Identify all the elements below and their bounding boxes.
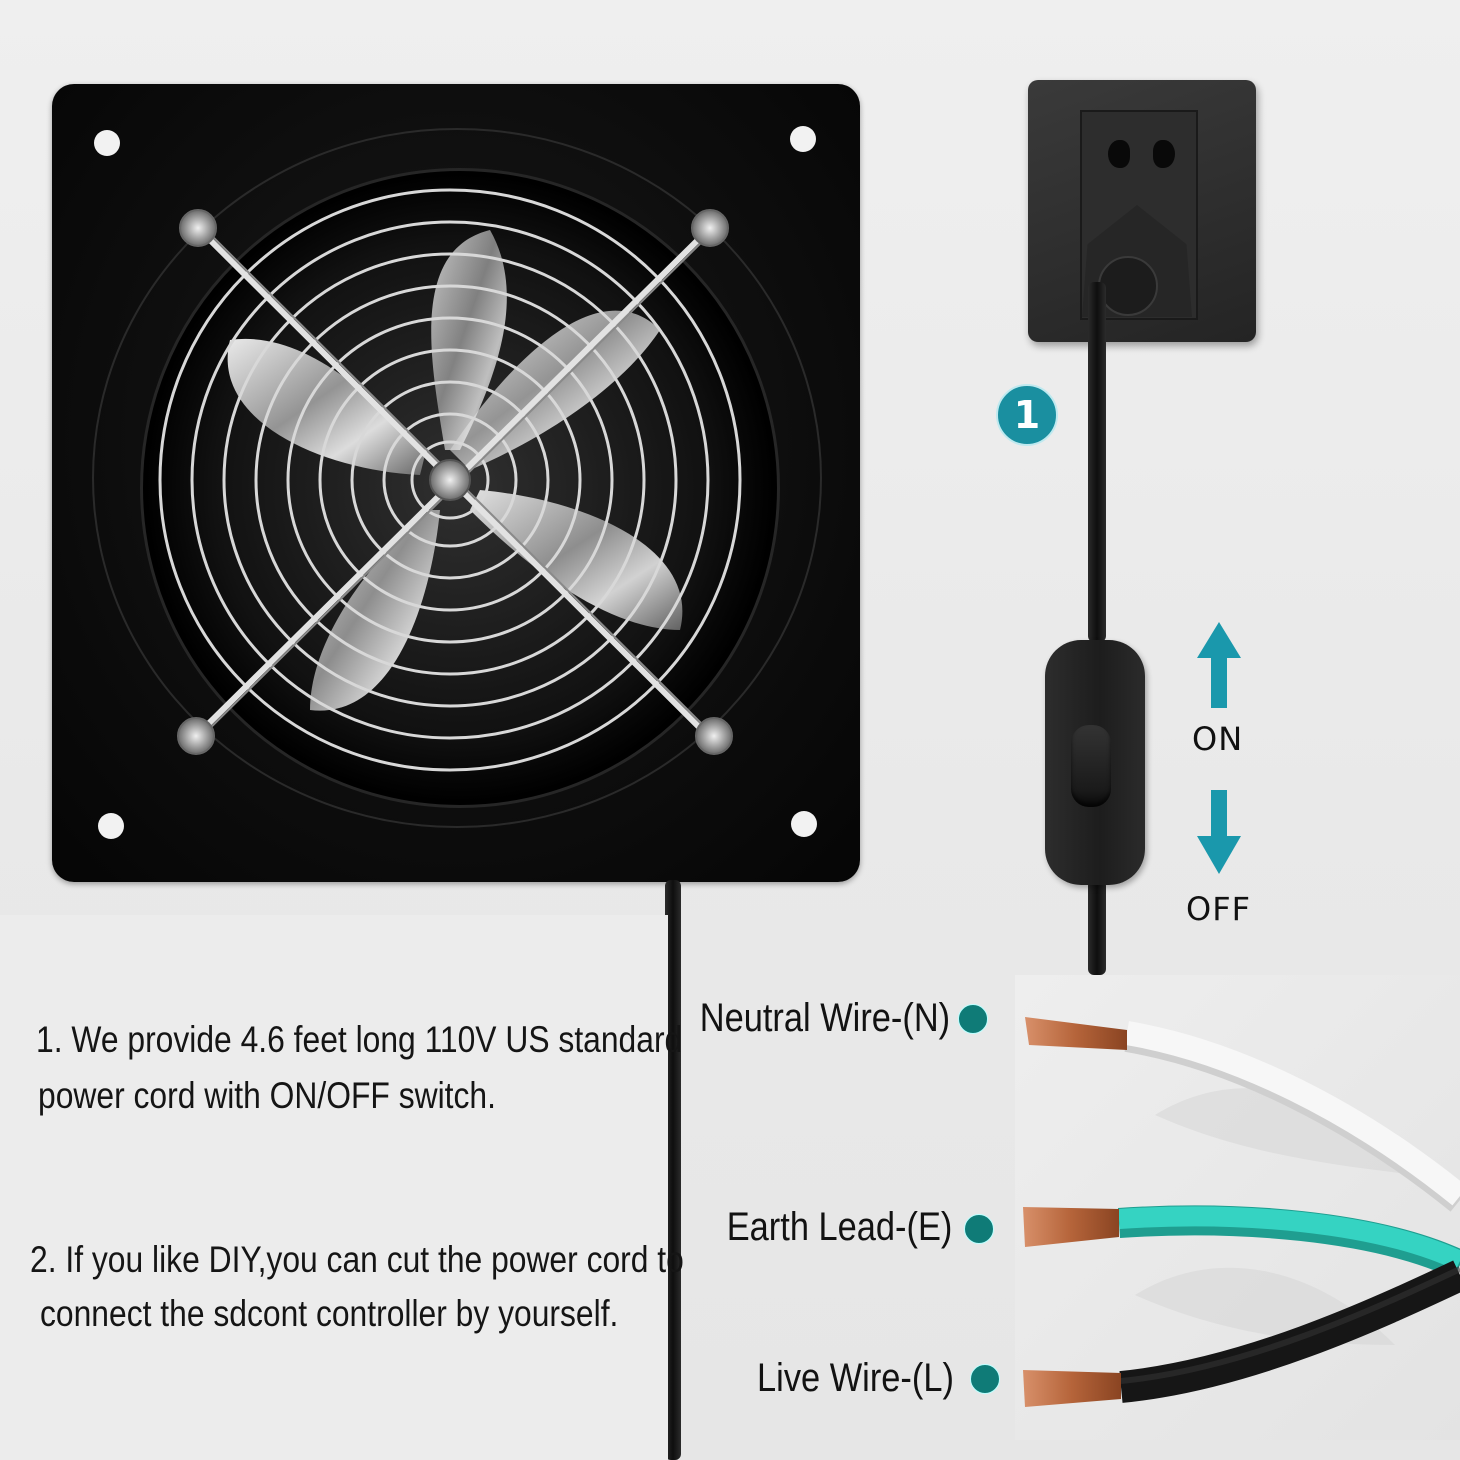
switch-off-label: OFF (1186, 890, 1251, 928)
outlet-slot-right (1153, 140, 1175, 168)
note-1-line-1: 1. We provide 4.6 feet long 110V US stan… (36, 1019, 683, 1060)
earth-dot-icon (964, 1214, 994, 1244)
note-1-line-2: power cord with ON/OFF switch. (38, 1075, 496, 1116)
arrow-down-icon (1197, 836, 1241, 874)
wire-label-neutral: Neutral Wire-(N) (699, 996, 950, 1040)
fan-power-cord (665, 880, 681, 1460)
arrow-up-icon (1197, 622, 1241, 658)
fan-outer-ring (92, 128, 822, 828)
wire-label-live: Live Wire-(L) (757, 1356, 954, 1400)
inline-switch-rocker[interactable] (1071, 725, 1111, 807)
mount-hole-top-left (94, 130, 120, 156)
outlet-slot-left (1108, 140, 1130, 168)
wire-label-earth: Earth Lead-(E) (726, 1205, 952, 1249)
arrow-up-shaft (1211, 656, 1227, 708)
stripped-wires-icon (1023, 1017, 1460, 1407)
mount-hole-top-right (790, 126, 816, 152)
mount-hole-bottom-right (791, 811, 817, 837)
neutral-dot-icon (958, 1004, 988, 1034)
note-2-line-2: connect the sdcont controller by yoursel… (40, 1293, 619, 1334)
fan-grille-and-blades-icon (158, 188, 742, 772)
outlet-power-cord-upper (1088, 282, 1106, 642)
switch-on-label: ON (1192, 720, 1244, 758)
mount-hole-bottom-left (98, 813, 124, 839)
step-number-badge: 1 (996, 384, 1058, 446)
instructions-panel (0, 915, 668, 1460)
note-2-line-1: 2. If you like DIY,you can cut the power… (30, 1239, 684, 1280)
arrow-down-shaft (1211, 790, 1227, 838)
outlet-power-cord-lower (1088, 880, 1106, 975)
live-dot-icon (970, 1364, 1000, 1394)
plug-cord-strain-relief (1098, 256, 1158, 316)
